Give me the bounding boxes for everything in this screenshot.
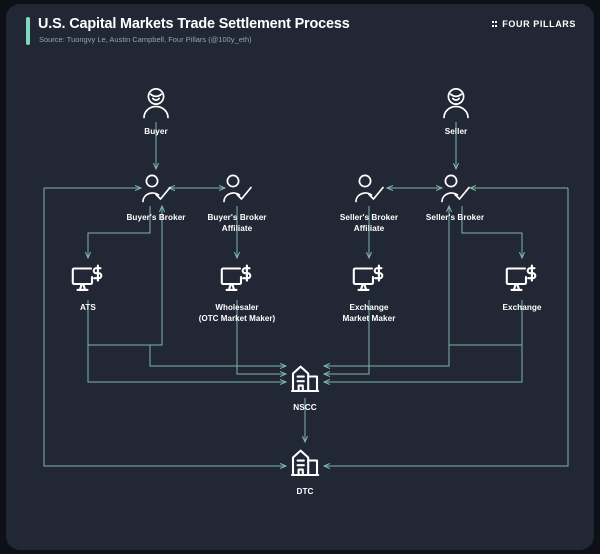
node-buyers-broker[interactable]: Buyer's Broker <box>81 170 231 224</box>
node-label: Buyer's Broker Affiliate <box>162 213 312 234</box>
node-label: ATS <box>80 303 96 312</box>
node-label: DTC <box>296 487 314 496</box>
brand-name: FOUR PILLARS <box>502 19 576 29</box>
node-label-line1: Exchange <box>349 303 389 312</box>
person-icon <box>381 84 531 122</box>
bank-icon <box>230 360 380 398</box>
node-label: Seller <box>444 127 468 136</box>
node-label-line2: (OTC Market Maker) <box>198 313 276 323</box>
broker-icon <box>81 170 231 208</box>
node-exchange[interactable]: Exchange <box>447 260 594 314</box>
accent-bar <box>26 17 30 45</box>
node-label: Exchange Market Maker <box>294 303 444 324</box>
diagram-card: U.S. Capital Markets Trade Settlement Pr… <box>6 4 594 550</box>
header: U.S. Capital Markets Trade Settlement Pr… <box>6 4 594 60</box>
node-buyers-broker-affiliate[interactable]: Buyer's Broker Affiliate <box>162 170 312 234</box>
node-label: Seller's Broker Affiliate <box>294 213 444 234</box>
page-title: U.S. Capital Markets Trade Settlement Pr… <box>38 16 350 32</box>
monitor-dollar-icon <box>162 260 312 298</box>
node-dtc[interactable]: DTC <box>230 444 380 498</box>
monitor-dollar-icon <box>294 260 444 298</box>
node-seller[interactable]: Seller <box>381 84 531 138</box>
node-buyer[interactable]: Buyer <box>81 84 231 138</box>
broker-icon <box>294 170 444 208</box>
node-label-line2: Affiliate <box>221 223 253 233</box>
node-wholesaler[interactable]: Wholesaler (OTC Market Maker) <box>162 260 312 324</box>
node-label: Exchange <box>502 303 542 312</box>
node-ats[interactable]: ATS <box>13 260 163 314</box>
node-sellers-broker[interactable]: Seller's Broker <box>380 170 530 224</box>
node-label-line2: Affiliate <box>353 223 385 233</box>
node-label: Seller's Broker <box>425 213 485 222</box>
node-label: NSCC <box>293 403 317 412</box>
monitor-dollar-icon <box>13 260 163 298</box>
four-dots-icon <box>491 21 498 27</box>
node-label: Buyer's Broker <box>126 213 186 222</box>
person-icon <box>81 84 231 122</box>
bank-icon <box>230 444 380 482</box>
node-label-line1: Wholesaler <box>215 303 259 312</box>
broker-icon <box>162 170 312 208</box>
node-nscc[interactable]: NSCC <box>230 360 380 414</box>
brand-logo: FOUR PILLARS <box>491 19 576 29</box>
connector-lines <box>43 122 569 550</box>
node-label-line2: Market Maker <box>342 313 396 323</box>
node-label: Buyer <box>144 127 168 136</box>
node-label: Wholesaler (OTC Market Maker) <box>162 303 312 324</box>
node-exchange-market-maker[interactable]: Exchange Market Maker <box>294 260 444 324</box>
node-label-line1: Seller's Broker <box>339 213 399 222</box>
source-caption: Source: Tuongvy Le, Austin Campbell, Fou… <box>39 35 252 44</box>
settlement-flow-diagram: Buyer Seller Bu <box>6 60 594 550</box>
node-label-line1: Buyer's Broker <box>207 213 267 222</box>
monitor-dollar-icon <box>447 260 594 298</box>
node-sellers-broker-affiliate[interactable]: Seller's Broker Affiliate <box>294 170 444 234</box>
broker-icon <box>380 170 530 208</box>
